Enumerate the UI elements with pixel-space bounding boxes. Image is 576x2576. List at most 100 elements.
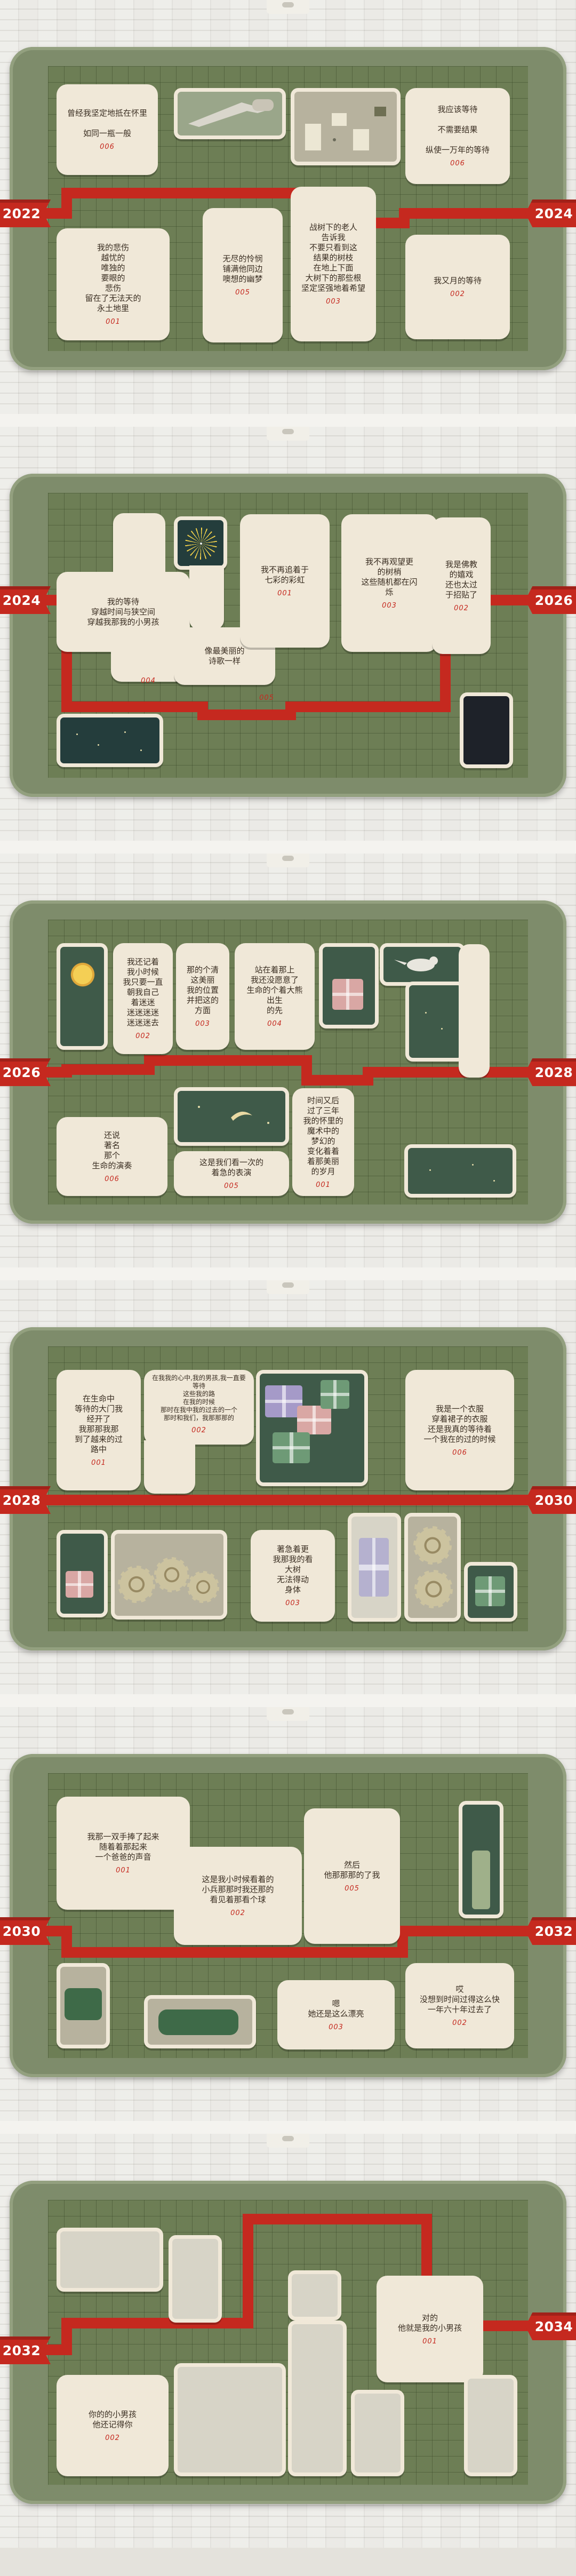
- story-number: 003: [195, 1020, 210, 1028]
- story-number: 001: [277, 589, 292, 597]
- story-number: 005: [224, 1182, 239, 1190]
- story-card: 我是一个衣服 穿着裙子的衣服 还是我真的等待着 一个我在的过的时候 006: [405, 1370, 514, 1490]
- story-number: 001: [116, 1867, 131, 1875]
- story-card: 著急着更 我那我的看 大树 无法得动 身体 003: [251, 1530, 335, 1622]
- story-text: 你的的小男孩 他还记得你: [88, 2409, 137, 2429]
- slide-tab: [267, 854, 309, 867]
- moon-illustration: [174, 1087, 289, 1146]
- story-card: 005: [245, 685, 288, 706]
- story-card: 这是我们看一次的 着急的表演 005: [174, 1151, 289, 1196]
- story-number: 006: [450, 159, 465, 168]
- story-card: 战树下的老人 告诉我 不要只看到这 结果的树枝 在地上下面 大树下的那些根 坚定…: [291, 187, 376, 341]
- story-text: 我的等待 穿越时间与狭空间 穿越我那我的小男孩: [87, 596, 159, 627]
- story-card: 无尽的怜悯 铺满他同边 噢想的幽梦 005: [203, 208, 283, 342]
- story-card: 这是我小时候看着的 小兵那那时我还那的 看见着那看个球 002: [174, 1847, 302, 1945]
- fireworks-illustration: [174, 516, 227, 570]
- gears-illustration: [404, 1513, 461, 1622]
- story-text: 我的悲伤 越忧的 唯独的 要眼的 悲伤 留在了无法天的 永土地里: [85, 243, 141, 313]
- newspaper-illustration: [464, 2375, 517, 2476]
- saw-illustration: [174, 88, 286, 139]
- year-ribbon-start: 2030: [0, 1917, 51, 1945]
- slide-separator: [0, 841, 576, 854]
- story-text: 然后 他那那那的了我: [324, 1860, 380, 1880]
- story-number: 002: [230, 1909, 245, 1917]
- story-number: 001: [106, 318, 121, 326]
- story-text: 那的个清 这美丽 我的位置 并把这的 方面: [186, 965, 219, 1015]
- story-number: 006: [100, 143, 115, 151]
- gift-box-illustration: [464, 1562, 517, 1622]
- slide-separator: [0, 1267, 576, 1280]
- story-number: 001: [422, 2337, 437, 2346]
- story-text: 战树下的老人 告诉我 不要只看到这 结果的树枝 在地上下面 大树下的那些根 坚定…: [301, 222, 365, 293]
- story-card: 我不再追着于 七彩的彩虹 001: [240, 514, 330, 648]
- slide-tab: [267, 2134, 309, 2148]
- story-text: 我还记着 我小时候 我只要一直 朝我自己 着迷迷 迷迷迷迷 迷迷迷去: [123, 957, 163, 1027]
- year-ribbon-end: 2034: [525, 2312, 576, 2340]
- story-number: 002: [452, 2019, 467, 2027]
- brush-tool-illustration: [459, 1801, 503, 1918]
- story-number: 001: [91, 1458, 106, 1467]
- story-card: 还说 著名 那个 生命的演奏 006: [57, 1117, 167, 1196]
- slide-separator: [0, 1694, 576, 1707]
- newspaper-illustration: [288, 2320, 347, 2476]
- story-card: 曾经我坚定地抵在怀里 如同一瓶一般 006: [57, 84, 158, 175]
- story-card: 嗯 她还是这么漂亮 003: [277, 1980, 395, 2049]
- year-ribbon-end: 2028: [525, 1058, 576, 1086]
- story-card: 站在着那上 我还没愿意了 生命的个着大熊 出生 的先 004: [235, 943, 315, 1050]
- story-number: 002: [454, 604, 469, 612]
- story-text: 我又月的等待: [433, 276, 482, 285]
- story-number: 003: [382, 601, 397, 610]
- story-text: 嗯 她还是这么漂亮: [308, 1998, 364, 2019]
- card-shape: [459, 944, 490, 1078]
- story-text: 这是我们看一次的 着急的表演: [199, 1157, 263, 1177]
- slide-2: 2024 2026 我的等待 穿越时间与狭空间 穿越我那我的小男孩 004 像最…: [0, 427, 576, 841]
- story-text: 无尽的怜悯 铺满他同边 噢想的幽梦: [222, 254, 263, 284]
- bird-illustration: [380, 943, 465, 986]
- timeline-path: [32, 1926, 547, 1958]
- newspaper-illustration: [57, 2228, 163, 2292]
- slide-tab: [267, 0, 309, 14]
- card-shape: [111, 645, 186, 682]
- night-window-illustration: [460, 692, 513, 768]
- newspaper-illustration: [288, 2270, 341, 2320]
- slide-tab: [267, 1707, 309, 1721]
- rocks-illustration: [291, 88, 401, 165]
- story-number: 005: [259, 693, 274, 702]
- story-card: 我的等待 穿越时间与狭空间 穿越我那我的小男孩: [57, 572, 190, 652]
- story-number: 002: [135, 1032, 150, 1040]
- fireworks-illustration: [57, 714, 163, 767]
- story-number: 004: [267, 1020, 282, 1028]
- gears-illustration: [111, 1530, 227, 1620]
- slide-separator: [0, 2121, 576, 2134]
- story-number: 005: [345, 1884, 359, 1893]
- story-card: 我的悲伤 越忧的 唯独的 要眼的 悲伤 留在了无法天的 永土地里 001: [57, 228, 170, 340]
- story-number: 001: [316, 1181, 331, 1189]
- story-text: 像最美丽的 诗歌一样: [204, 646, 245, 666]
- story-number: 002: [105, 2434, 120, 2442]
- timeline-path: [32, 1495, 547, 1505]
- story-number: 003: [329, 2023, 343, 2031]
- story-text: 这是我小时候看着的 小兵那那时我还那的 看见着那看个球: [202, 1875, 274, 1904]
- story-number: 004: [141, 676, 156, 685]
- story-text: 时间又后 过了三年 我的怀里的 魔术中的 梦幻的 变化着着 着那美丽 的岁月: [303, 1095, 343, 1176]
- story-text: 还说 著名 那个 生命的演奏: [92, 1130, 132, 1170]
- card-shape: [113, 513, 165, 583]
- card-shape: [144, 1440, 195, 1494]
- story-card: 在生命中 等待的大门我 经开了 我那那我那 到了越来的过 路中 001: [57, 1370, 141, 1490]
- green-blocks-illustration: [57, 1963, 110, 2048]
- slide-5: 2030 2032 我那一双手捧了起来 随着着那起来 一个爸爸的声音 001 这…: [0, 1707, 576, 2121]
- slide-6: 2032 2034 对的 他就是我的小男孩 001 你的的小男孩 他还记得你 0…: [0, 2134, 576, 2548]
- story-text: 我不再观望更 的树梢 这些随机都在闪 烁: [361, 556, 418, 597]
- story-card: 我应该等待 不需要结果 纵使一万年的等待 006: [405, 88, 510, 184]
- story-card: 哎 没想到时间过得这么快 一年六十年过去了 002: [405, 1963, 514, 2048]
- card-shape: [189, 565, 224, 629]
- gift-box-illustration: [57, 1530, 108, 1617]
- story-number: 003: [285, 1599, 300, 1607]
- story-card: 然后 他那那那的了我 005: [304, 1808, 400, 1944]
- story-card: 时间又后 过了三年 我的怀里的 魔术中的 梦幻的 变化着着 着那美丽 的岁月 0…: [292, 1088, 354, 1196]
- slide-1: 2022 2024 曾经我坚定地抵在怀里 如同一瓶一般 006 我应该等待 不需…: [0, 0, 576, 414]
- year-ribbon-end: 2024: [525, 200, 576, 227]
- starry-sky-illustration: [404, 1144, 516, 1198]
- story-text: 曾经我坚定地抵在怀里 如同一瓶一般: [67, 108, 147, 138]
- story-number: 003: [326, 298, 341, 306]
